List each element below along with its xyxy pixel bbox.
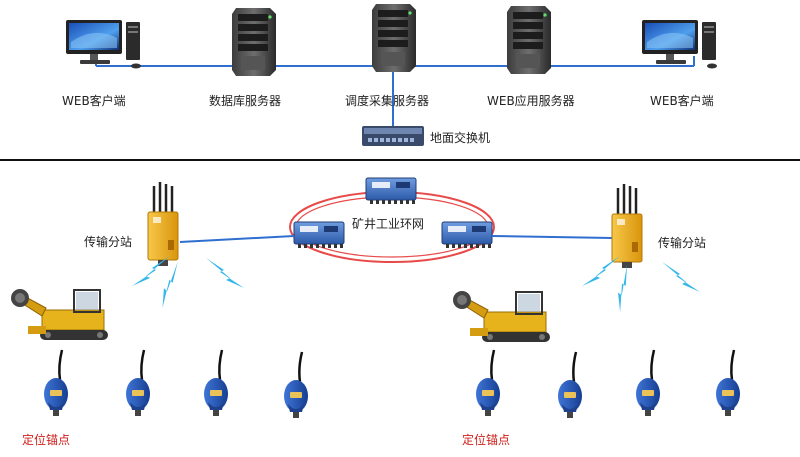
web-client-1-icon [66, 20, 141, 69]
anchor-left-1-icon [42, 348, 70, 418]
ring-switch-top-icon [365, 177, 417, 205]
web-client-2-label: WEB客户端 [650, 93, 714, 108]
database-server-icon [232, 8, 276, 76]
ring-network-label: 矿井工业环网 [352, 217, 424, 231]
signal-bolt-right-2 [601, 264, 647, 313]
anchor-left-4-icon [282, 350, 310, 420]
transmission-station-left-label: 传输分站 [84, 234, 132, 249]
database-server-label: 数据库服务器 [209, 93, 281, 108]
ring-switch-right-icon [441, 221, 493, 249]
roadheader-left-icon [10, 288, 109, 341]
anchor-left-3-icon [202, 348, 230, 418]
anchor-left-2-icon [124, 348, 152, 418]
roadheader-right-icon [452, 290, 551, 343]
anchor-right-2-icon [556, 350, 584, 420]
anchor-label-left: 定位锚点 [22, 432, 70, 447]
anchor-right-4-icon [714, 348, 742, 418]
ground-switch-icon [362, 126, 424, 146]
signal-bolt-right-3 [662, 262, 700, 292]
dispatch-server-label: 调度采集服务器 [345, 93, 429, 108]
signal-bolt-left-2 [149, 261, 191, 308]
web-client-1-label: WEB客户端 [62, 93, 126, 108]
anchor-label-right: 定位锚点 [462, 432, 510, 447]
signal-bolt-right-1 [582, 256, 620, 286]
link-right-station [491, 235, 613, 239]
transmission-station-right-icon [610, 182, 644, 270]
web-app-server-icon [507, 6, 551, 74]
transmission-station-right-label: 传输分站 [658, 235, 706, 250]
anchor-right-3-icon [634, 348, 662, 418]
ground-switch-label: 地面交换机 [430, 130, 490, 145]
link-left-station [179, 235, 295, 243]
web-client-2-icon [642, 20, 717, 69]
anchor-right-1-icon [474, 348, 502, 418]
ring-switch-left-icon [293, 221, 345, 249]
transmission-station-left-icon [146, 180, 180, 268]
web-app-server-label: WEB应用服务器 [487, 93, 575, 108]
signal-bolt-left-3 [206, 258, 244, 288]
dispatch-server-icon [372, 4, 416, 72]
